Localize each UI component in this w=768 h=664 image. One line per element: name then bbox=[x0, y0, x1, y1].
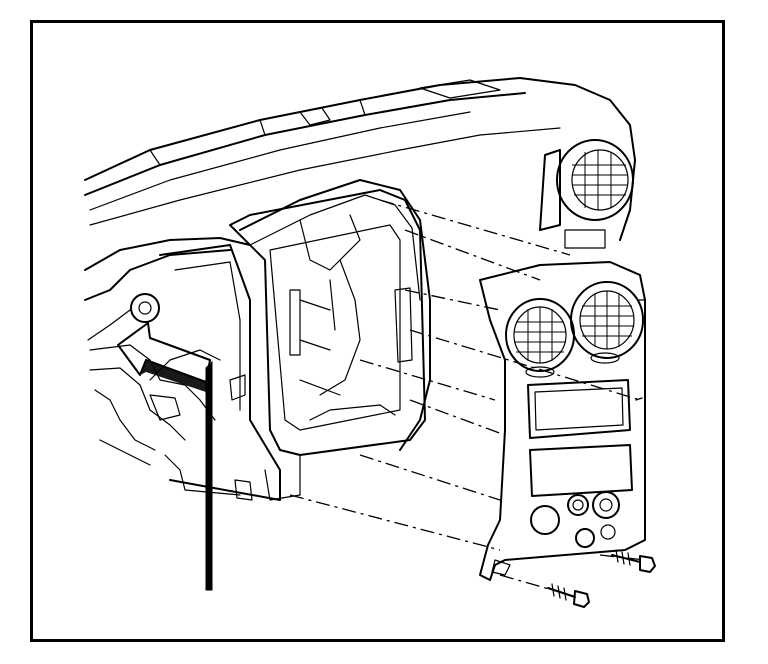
left-mechanism bbox=[89, 293, 253, 501]
fastener-lower bbox=[547, 583, 590, 608]
air-vent-right bbox=[570, 281, 644, 364]
center-cavity bbox=[159, 189, 426, 501]
alignment-lines bbox=[289, 199, 646, 596]
fastener-upper bbox=[611, 549, 656, 573]
air-vent-left bbox=[505, 298, 575, 378]
dash-vent bbox=[539, 139, 634, 249]
center-bezel bbox=[479, 261, 646, 581]
direction-arrow bbox=[117, 322, 213, 591]
